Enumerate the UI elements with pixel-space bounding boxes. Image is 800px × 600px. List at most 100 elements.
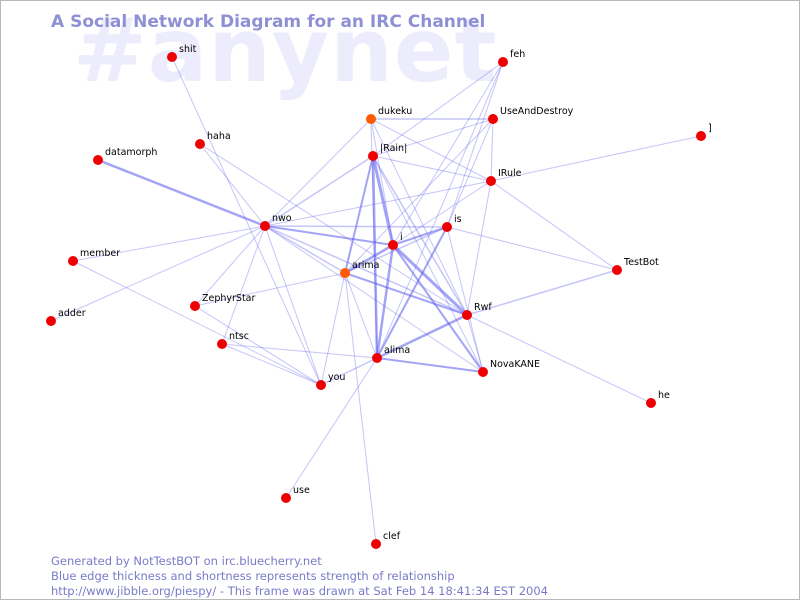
node-dot xyxy=(486,176,496,186)
edge-i-alima xyxy=(375,244,395,359)
node-label: arima xyxy=(352,260,379,271)
edge-TestBot-Rwf xyxy=(466,269,618,316)
node-dot xyxy=(167,52,177,62)
edge-Rwf-alima xyxy=(376,313,468,360)
node-clef: clef xyxy=(371,531,401,549)
edge-IRule-TestBot xyxy=(490,180,618,271)
edge-alima-NovaKANE xyxy=(376,357,484,373)
node-label: i xyxy=(400,232,403,243)
edge-member-you xyxy=(72,260,322,386)
edge-nwo-Rwf xyxy=(264,225,468,316)
node-dot xyxy=(442,222,452,232)
edge-dukeku-nwo xyxy=(264,118,372,227)
node-nwo: nwo xyxy=(260,213,292,231)
node-label: clef xyxy=(383,531,401,542)
node-dot xyxy=(696,131,706,141)
channel-watermark: #anynet xyxy=(73,0,498,102)
edge-|Rain|-alima xyxy=(371,155,379,359)
edge-|Rain|-IRule xyxy=(372,155,492,182)
node-label: NovaKANE xyxy=(490,359,540,370)
node-dot xyxy=(366,114,376,124)
node-|Rain|: |Rain| xyxy=(368,143,407,161)
edge-ntsc-you xyxy=(221,343,322,386)
edge-nwo-member xyxy=(72,225,266,262)
node-label: feh xyxy=(510,49,525,60)
edge-i-arima xyxy=(344,243,394,275)
node-dot xyxy=(371,539,381,549)
edge-arima-ZephyrStar xyxy=(194,272,346,307)
edge-UseAndDestroy-arima xyxy=(344,118,494,274)
edge-|Rain|-nwo xyxy=(264,155,374,227)
node-label: dukeku xyxy=(378,106,412,117)
node-Rwf: Rwf xyxy=(462,302,492,320)
node-label: alima xyxy=(384,345,410,356)
edge-Rwf-NovaKANE xyxy=(466,314,484,373)
node-label: shit xyxy=(179,44,197,55)
node-label: use xyxy=(293,485,310,496)
node-label: TestBot xyxy=(623,257,659,268)
node-adder: adder xyxy=(46,308,86,326)
node-use: use xyxy=(281,485,310,503)
node-IRule: IRule xyxy=(486,168,522,186)
edge-arima-clef xyxy=(344,272,377,545)
node-dot xyxy=(478,367,488,377)
node-ntsc: ntsc xyxy=(217,331,249,349)
edge-arima-Rwf xyxy=(344,272,468,316)
edge-IRule-i xyxy=(392,180,492,246)
edge-ZephyrStar-you xyxy=(194,305,322,386)
node-label: ZephyrStar xyxy=(202,293,256,304)
edge-nwo-ntsc xyxy=(221,225,266,345)
edge-feh-i xyxy=(392,61,504,246)
edge-arima-alima xyxy=(344,272,378,359)
diagram-title: A Social Network Diagram for an IRC Chan… xyxy=(51,12,486,32)
node-haha: haha xyxy=(195,131,231,149)
footer-legend-note: Blue edge thickness and shortness repres… xyxy=(51,569,455,583)
node-is: is xyxy=(442,214,462,232)
edge-feh-is xyxy=(446,61,504,228)
node-datamorph: datamorph xyxy=(93,147,157,165)
edge-i-Rwf xyxy=(391,243,469,317)
edge-feh-alima xyxy=(376,61,504,359)
node-dot xyxy=(372,353,382,363)
edge-is-i xyxy=(392,226,448,246)
node-label: he xyxy=(658,390,670,401)
edge-haha-Rwf xyxy=(199,143,468,316)
edge-Rwf-he xyxy=(466,314,652,404)
node-dukeku: dukeku xyxy=(366,106,412,124)
node-shit: shit xyxy=(167,44,197,62)
edge-nwo-ZephyrStar xyxy=(194,225,266,307)
node-UseAndDestroy: UseAndDestroy xyxy=(488,106,574,124)
node-label: Rwf xyxy=(474,302,492,313)
edge-shit-you xyxy=(171,56,322,386)
edge-IRule-Rwf xyxy=(466,180,492,316)
node-label: nwo xyxy=(272,213,292,224)
node-dot xyxy=(388,240,398,250)
node-feh: feh xyxy=(498,49,525,67)
edge-IRule-nwo xyxy=(264,180,492,227)
node-label: |Rain| xyxy=(380,143,407,154)
edge-is-alima xyxy=(376,226,448,359)
node-dot xyxy=(190,301,200,311)
node-label: datamorph xyxy=(105,147,157,158)
node-he: he xyxy=(646,390,670,408)
node-label: adder xyxy=(58,308,86,319)
edge-layer xyxy=(50,56,702,545)
edge-dukeku-Rwf xyxy=(370,118,468,316)
edge-feh-|Rain| xyxy=(372,61,504,157)
node-dot xyxy=(260,221,270,231)
edge-arima-you xyxy=(320,272,346,386)
edge-haha-nwo xyxy=(199,143,266,227)
node-dot xyxy=(68,256,78,266)
edge-i-NovaKANE xyxy=(392,244,484,373)
node-i: i xyxy=(388,232,403,250)
edge-nwo-you xyxy=(264,225,322,386)
footer-generated-by: Generated by NotTestBOT on irc.bluecherr… xyxy=(51,554,322,568)
edge-nwo-i xyxy=(264,225,394,246)
edge-ntsc-alima xyxy=(221,343,378,359)
footer-url-timestamp: http://www.jibble.org/piespy/ - This fra… xyxy=(51,584,548,598)
node-label: is xyxy=(454,214,462,225)
node-dot xyxy=(646,398,656,408)
node-label: haha xyxy=(207,131,231,142)
